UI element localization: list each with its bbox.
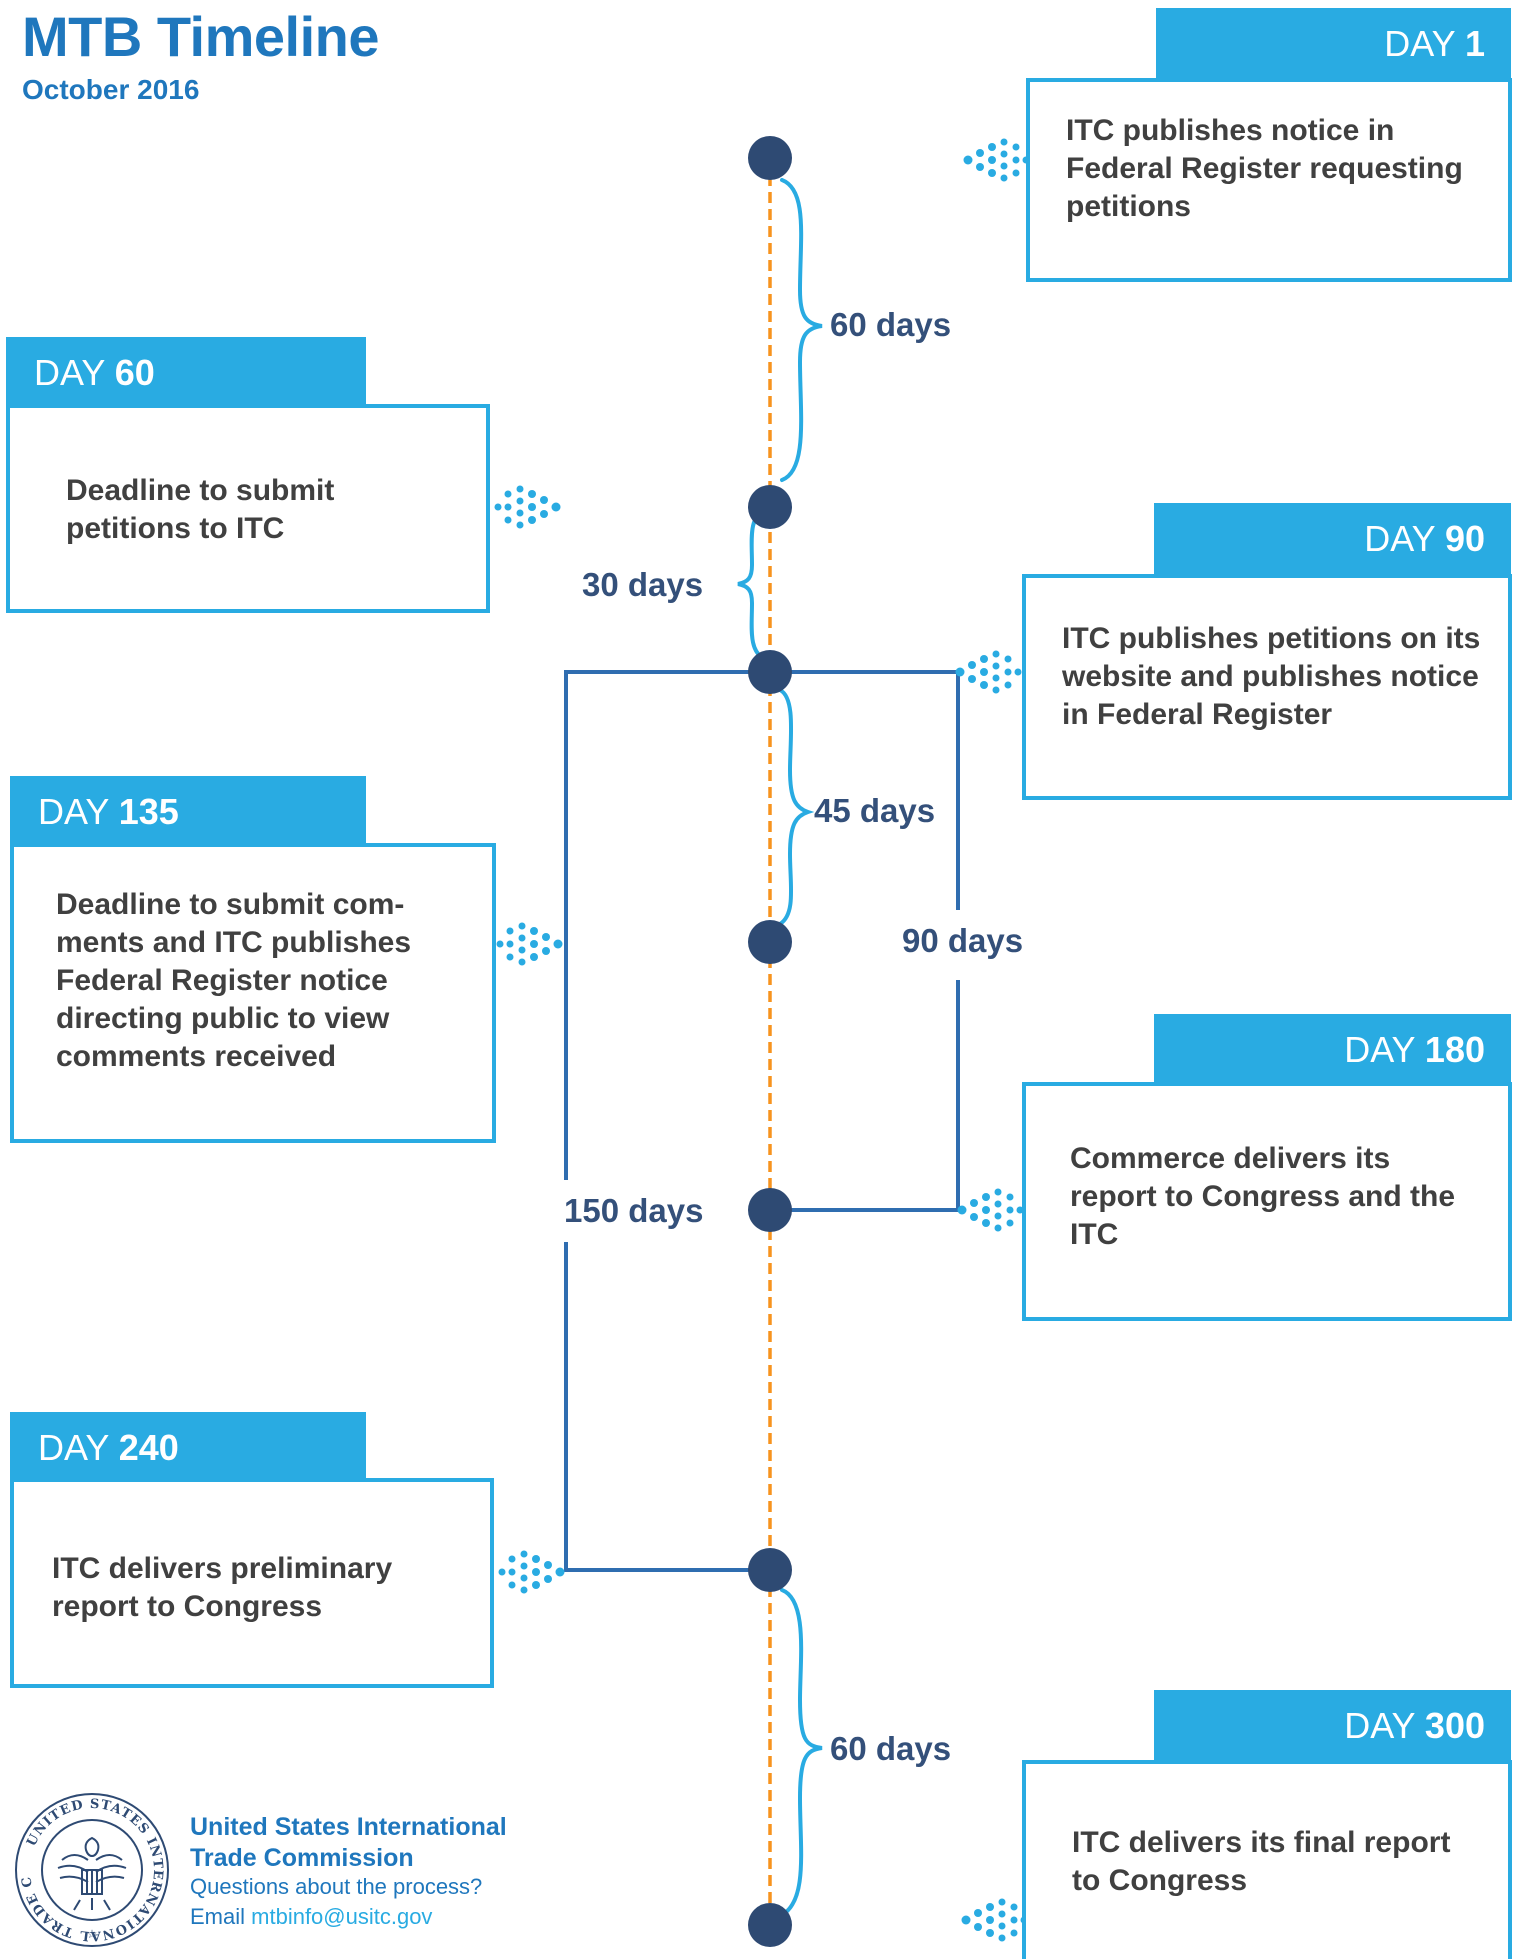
brace-60-days-top <box>780 178 823 482</box>
day-60-box <box>6 404 490 613</box>
footer-email: Email mtbinfo@usitc.gov <box>190 1904 432 1930</box>
day-300-box <box>1022 1760 1512 1959</box>
day-60-label: DAY <box>34 352 105 393</box>
timeline-node-day-240 <box>748 1548 792 1592</box>
timeline-node-day-60 <box>748 485 792 529</box>
day-90-box <box>1022 574 1512 800</box>
day-180-label: DAY <box>1344 1029 1415 1070</box>
day-180-number: 180 <box>1424 1029 1485 1070</box>
timeline-node-day-300 <box>748 1903 792 1947</box>
day-180-box <box>1022 1082 1512 1321</box>
brace-60-days-bottom <box>780 1588 823 1917</box>
day-300-label: DAY <box>1344 1705 1415 1746</box>
dotted-arrow-left-icon <box>957 1188 1024 1232</box>
dotted-arrow-left-icon <box>955 650 1022 694</box>
duration-label-90-days: 90 days <box>902 922 1024 959</box>
day-90-number: 90 <box>1444 518 1485 559</box>
dotted-arrow-left-icon <box>963 138 1030 182</box>
day-135-number: 135 <box>118 791 179 832</box>
day-300-tab: DAY 300 <box>1154 1690 1511 1762</box>
day-240-box <box>10 1478 494 1688</box>
brace-45-days <box>778 688 815 926</box>
day-90-tab: DAY 90 <box>1154 503 1511 575</box>
duration-label-150-days: 150 days <box>564 1192 704 1229</box>
day-1-text: ITC publishes notice in Federal Register… <box>1066 114 1463 223</box>
day-90-text: ITC publishes petitions on its website a… <box>1062 622 1481 731</box>
day-240-number: 240 <box>118 1427 179 1468</box>
day-1-label: DAY <box>1384 23 1455 64</box>
day-135-label: DAY <box>38 791 109 832</box>
timeline-node-day-1 <box>748 136 792 180</box>
page-subtitle: October 2016 <box>22 74 200 105</box>
page-title: MTB Timeline <box>22 5 380 68</box>
usitc-seal-icon: UNITED STATES INTERNATIONAL TRADE COMMIS… <box>12 1790 169 1947</box>
day-1-box <box>1026 78 1512 282</box>
duration-label-60-days-final: 60 days <box>830 1730 952 1767</box>
day-240-text: ITC delivers preliminary report to Congr… <box>52 1552 393 1623</box>
day-135-text: Deadline to submit com-ments and ITC pub… <box>56 888 412 1073</box>
day-90-label: DAY <box>1364 518 1435 559</box>
day-240-label: DAY <box>38 1427 109 1468</box>
day-180-tab: DAY 180 <box>1154 1014 1511 1086</box>
day-135-box <box>10 843 496 1143</box>
duration-label-30-days: 30 days <box>582 566 704 603</box>
timeline-node-day-180 <box>748 1188 792 1232</box>
bracket-150-days <box>564 670 770 1572</box>
day-1-number: 1 <box>1464 23 1485 64</box>
org-name: United States International Trade Commis… <box>190 1813 507 1872</box>
day-180-text: Commerce delivers its report to Congress… <box>1070 1142 1456 1251</box>
dotted-arrow-left-icon <box>961 1898 1028 1942</box>
dotted-arrow-right-icon <box>498 1550 565 1594</box>
duration-label-60-days: 60 days <box>830 306 952 343</box>
timeline-node-day-135 <box>748 920 792 964</box>
timeline-node-day-90 <box>748 650 792 694</box>
duration-label-45-days: 45 days <box>814 792 936 829</box>
day-240-tab: DAY 240 <box>10 1412 366 1484</box>
day-135-tab: DAY 135 <box>10 776 366 848</box>
footer-question: Questions about the process? <box>190 1874 483 1899</box>
day-60-text: Deadline to submit petitions to ITC <box>66 474 335 545</box>
brace-30-days <box>737 508 768 662</box>
dotted-arrow-right-icon <box>494 485 561 529</box>
svg-text:☆: ☆ <box>87 1927 98 1941</box>
day-300-text: ITC delivers its final report to Congres… <box>1072 1826 1451 1897</box>
day-300-number: 300 <box>1424 1705 1485 1746</box>
day-60-tab: DAY 60 <box>6 337 366 409</box>
email-link[interactable]: mtbinfo@usitc.gov <box>251 1904 433 1929</box>
day-60-number: 60 <box>114 352 155 393</box>
dotted-arrow-right-icon <box>496 922 563 966</box>
email-prefix: Email <box>190 1904 246 1929</box>
day-1-tab: DAY 1 <box>1156 8 1511 80</box>
